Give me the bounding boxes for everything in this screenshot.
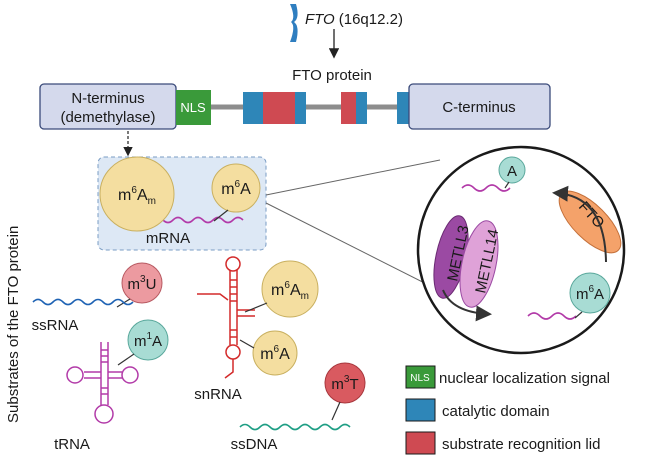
cycle-m6a-label: m6A xyxy=(576,284,604,303)
legend-swatch-lid xyxy=(405,431,436,455)
mrna-m6a-tether xyxy=(213,209,229,222)
ssrna-strand xyxy=(32,298,134,306)
chromosome-icon xyxy=(290,4,298,42)
legend-swatch-nls-text: NLS xyxy=(410,373,430,384)
protein-title: FTO protein xyxy=(292,67,372,84)
cycle-a-tether xyxy=(504,181,510,189)
gene-label: FTO(16q12.2) xyxy=(305,11,403,28)
ssdna-strand xyxy=(239,423,351,431)
nls-domain xyxy=(176,90,211,125)
legend-swatch-nls xyxy=(405,365,436,389)
cycle-a-bubble xyxy=(498,156,526,184)
snrna-label: snRNA xyxy=(194,386,242,403)
zoom-line-top xyxy=(265,159,441,196)
c-terminus-box xyxy=(408,83,551,130)
trna-label: tRNA xyxy=(54,436,90,453)
legend-label-nls: nuclear localization signal xyxy=(439,370,610,387)
trna-m1a-label: m1A xyxy=(134,331,162,350)
nls-label: NLS xyxy=(180,100,206,115)
mrna-label: mRNA xyxy=(146,230,190,247)
trna-m1a-bubble xyxy=(127,319,169,361)
cycle-a-label: A xyxy=(507,163,517,180)
snrna-m6a-tether xyxy=(239,339,255,349)
legend-label-catalytic: catalytic domain xyxy=(442,403,550,420)
ssdna-tether xyxy=(331,401,341,421)
snrna-structure xyxy=(197,256,255,379)
lid-domain-2 xyxy=(341,92,356,124)
legend: NLS nuclear localization signal catalyti… xyxy=(405,365,610,455)
mrna-strand xyxy=(152,216,244,224)
n-terminus-label: N-terminus xyxy=(71,90,144,107)
n-terminus-sublabel: (demethylase) xyxy=(60,109,155,126)
c-terminus-label: C-terminus xyxy=(442,99,515,116)
mrna-m6am-bubble xyxy=(99,156,175,232)
ssdna-label: ssDNA xyxy=(231,436,278,453)
eraser-arrow xyxy=(552,185,607,263)
writer-arrow xyxy=(442,289,492,322)
snrna-m6am-bubble xyxy=(261,260,319,318)
legend-label-lid: substrate recognition lid xyxy=(442,436,600,453)
mrna-m6am-label: m6Am xyxy=(118,185,156,207)
snrna-m6am-tether xyxy=(244,302,268,313)
ssdna-m3t-bubble xyxy=(324,362,366,404)
cycle-rna-top xyxy=(461,184,511,192)
mrna-m6a-bubble xyxy=(211,163,261,213)
trna-structure xyxy=(66,342,139,424)
cycle-m6a-tether xyxy=(574,311,583,319)
lid-domain-1 xyxy=(263,92,295,124)
snrna-m6a-label: m6A xyxy=(260,344,290,363)
ssrna-m3u-bubble xyxy=(121,262,163,304)
cycle-m6a-bubble xyxy=(569,272,611,314)
ssrna-m3u-label: m3U xyxy=(128,274,157,293)
cycle-rna-bottom xyxy=(527,312,577,320)
trna-tether xyxy=(117,353,135,366)
legend-swatch-catalytic xyxy=(405,398,436,422)
catalytic-domain-3 xyxy=(356,92,367,124)
ssdna-m3t-label: m3T xyxy=(331,374,358,393)
side-label: Substrates of the FTO protein xyxy=(5,226,22,423)
catalytic-domain-1 xyxy=(243,92,263,124)
catalytic-domain-4 xyxy=(397,92,409,124)
mrna-m6a-label: m6A xyxy=(221,179,251,198)
snrna-m6a-bubble xyxy=(252,330,298,376)
catalytic-domain-2 xyxy=(295,92,306,124)
metll14-ellipse xyxy=(459,220,499,308)
ssrna-label: ssRNA xyxy=(32,317,79,334)
snrna-m6am-label: m6Am xyxy=(271,280,309,302)
